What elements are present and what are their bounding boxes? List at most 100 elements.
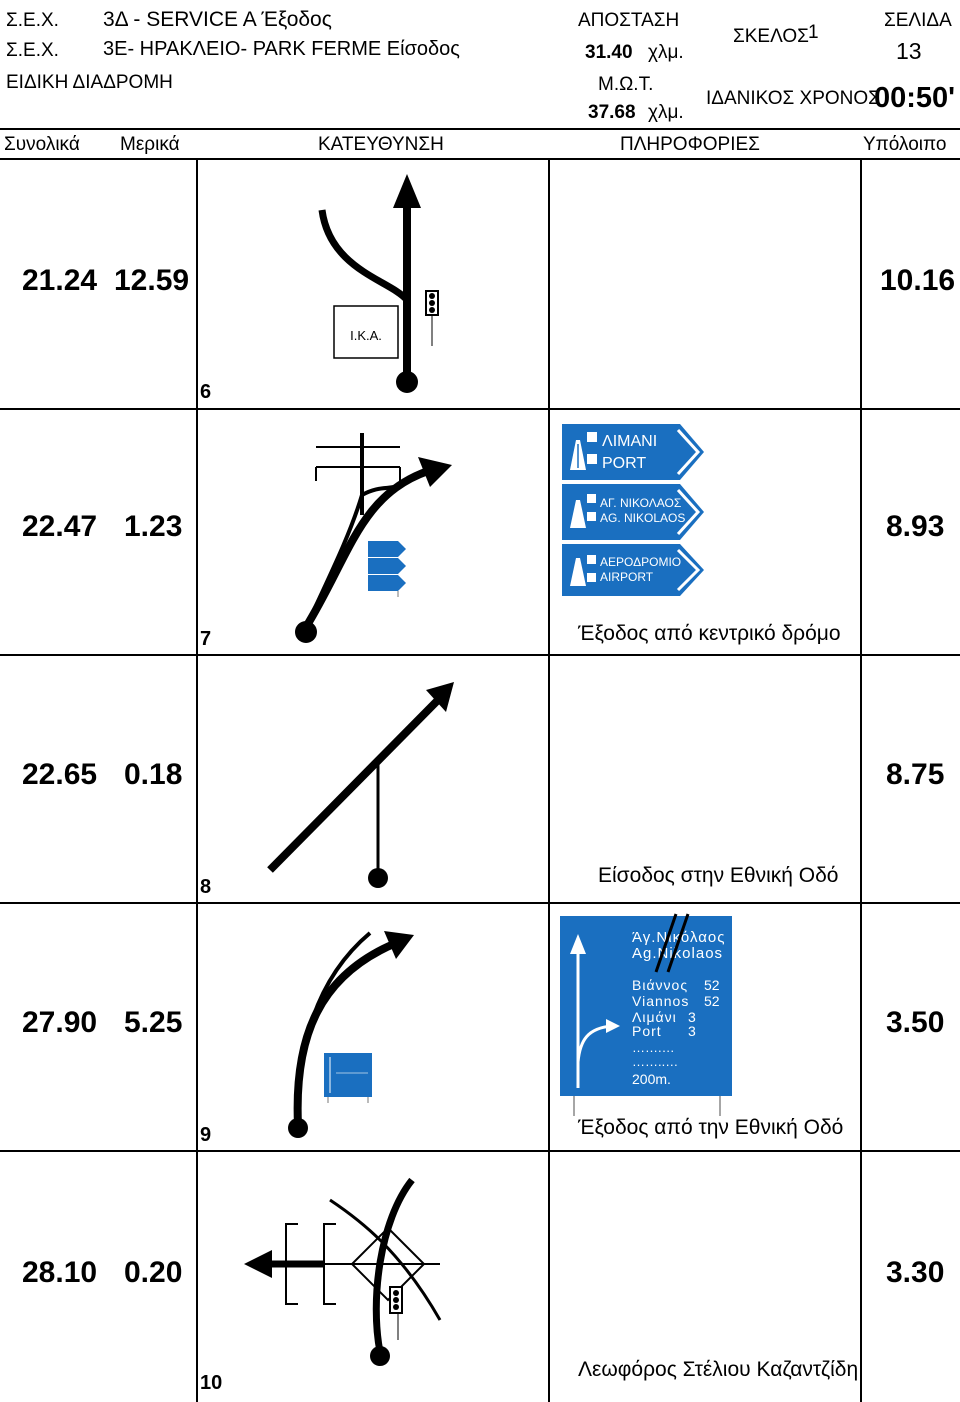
row8-tulip-diagram — [267, 682, 454, 888]
row7-arrow-head — [418, 457, 452, 487]
row6-total: 21.24 — [22, 264, 98, 297]
sign-port: ΛΙΜΑΝΙ PORT — [562, 424, 704, 480]
row7-partial: 1.23 — [124, 510, 183, 543]
svg-text:ΛΙΜΑΝΙ: ΛΙΜΑΝΙ — [602, 433, 657, 450]
svg-text:AIRPORT: AIRPORT — [600, 570, 654, 584]
row6-partial: 12.59 — [114, 264, 190, 297]
row9-partial: 5.25 — [124, 1006, 183, 1039]
row10-start-dot — [370, 1346, 390, 1366]
row8-start-dot — [368, 868, 388, 888]
sign9-arrow — [570, 934, 620, 1088]
row8-info: Είσοδος στην Εθνική Οδό — [598, 864, 839, 887]
row6-ika-box — [333, 305, 399, 359]
avg-unit: χλμ. — [648, 102, 684, 123]
row6-side-road — [318, 209, 410, 303]
row10-tulip-diagram — [244, 1177, 442, 1366]
svg-text:PORT: PORT — [602, 455, 646, 472]
leg-value: 1 — [808, 22, 819, 43]
svg-text:Άγ.Νικόλαος: Άγ.Νικόλαος — [632, 929, 725, 946]
distance-unit: χλμ. — [648, 42, 684, 63]
svg-text:Viannos: Viannos — [632, 993, 689, 1009]
svg-text:3: 3 — [688, 1023, 696, 1039]
row8-total: 22.65 — [22, 758, 98, 791]
svg-text:ΑΓ. ΝΙΚΟΛΑΟΣ: ΑΓ. ΝΙΚΟΛΑΟΣ — [600, 496, 681, 510]
row10-arrow-head — [244, 1250, 272, 1278]
sign9-strike-lines — [654, 913, 690, 973]
traffic-light-icon — [425, 290, 439, 346]
row10-total: 28.10 — [22, 1256, 98, 1289]
row7-total: 22.47 — [22, 510, 98, 543]
row10-step: 10 — [200, 1372, 223, 1394]
row7-step: 7 — [200, 628, 212, 650]
col-partial: Μερικά — [120, 134, 180, 155]
ideal-time-value: 00:50' — [874, 82, 956, 114]
svg-text:Βιάννος: Βιάννος — [632, 977, 688, 993]
col-info: ΠΛΗΡΟΦΟΡΙΕΣ — [620, 134, 760, 155]
row8-arrow-head — [426, 682, 454, 712]
row7-mini-sign — [368, 541, 406, 597]
svg-text:Ag.Nikolaos: Ag.Nikolaos — [632, 945, 723, 962]
row7-direction-sign: ΛΙΜΑΝΙ PORT ΑΓ. ΝΙΚΟΛΑΟΣ AG. NIKOLAOS ΑΕ… — [562, 424, 704, 596]
col-line-right — [860, 158, 862, 1402]
route-title-1: 3Δ - SERVICE A Έξοδος — [103, 8, 332, 31]
highway-icon — [570, 558, 586, 586]
highway-icon — [570, 440, 586, 470]
row7-start-dot — [295, 621, 317, 643]
row6-landmark-label: Ι.Κ.Α. — [350, 328, 382, 343]
row9-direction-sign: Άγ.Νικόλαος Ag.Nikolaos Βιάννος 52 Viann… — [560, 913, 732, 1116]
avg-value: 37.68 — [588, 102, 636, 123]
highway-icon — [570, 500, 586, 528]
leg-label: ΣΚΕΛΟΣ — [733, 26, 809, 47]
svg-text:……..…: ……..… — [632, 1054, 678, 1069]
sex-label-1: Σ.Ε.Χ. — [6, 10, 59, 31]
table-top-line — [0, 158, 960, 160]
row9-remaining: 3.50 — [886, 1006, 945, 1039]
special-route-label: ΕΙΔΙΚΗ ΔΙΑΔΡΟΜΗ — [6, 72, 173, 93]
row9-step: 9 — [200, 1124, 212, 1146]
sign9-panel — [560, 916, 732, 1096]
row6-tulip-diagram: Ι.Κ.Α. — [318, 174, 439, 393]
page-value: 13 — [896, 38, 922, 64]
svg-text:…….…: …….… — [632, 1040, 675, 1055]
row10-route — [372, 1177, 415, 1353]
row8-partial: 0.18 — [124, 758, 183, 791]
distance-label: ΑΠΟΣΤΑΣΗ — [578, 10, 680, 31]
svg-text:ΑΕΡΟΔΡΟΜΙΟ: ΑΕΡΟΔΡΟΜΙΟ — [600, 555, 681, 569]
svg-text:200m.: 200m. — [632, 1071, 671, 1087]
row7-remaining: 8.93 — [886, 510, 945, 543]
row9-mini-sign — [324, 1053, 372, 1103]
sign-airport: ΑΕΡΟΔΡΟΜΙΟ AIRPORT — [562, 544, 704, 596]
avg-label: Μ.Ω.Τ. — [598, 74, 654, 95]
col-direction: ΚΑΤΕΥΘΥΝΣΗ — [318, 134, 444, 155]
row9-tulip-diagram — [288, 931, 414, 1138]
sex-label-2: Σ.Ε.Χ. — [6, 40, 59, 61]
row8-remaining: 8.75 — [886, 758, 945, 791]
col-line-left — [196, 158, 198, 1402]
row10-info: Λεωφόρος Στέλιου Καζαντζίδη — [578, 1358, 859, 1381]
row-separator-9 — [0, 1150, 960, 1152]
row-separator-6 — [0, 408, 960, 410]
row9-total: 27.90 — [22, 1006, 98, 1039]
row7-tulip-diagram — [295, 433, 452, 643]
row10-roundabout-diamond — [350, 1226, 426, 1302]
row6-arrow-head — [393, 174, 421, 208]
row8-step: 8 — [200, 876, 212, 898]
row7-info: Έξοδος από κεντρικό δρόμο — [578, 622, 841, 645]
row9-start-dot — [288, 1118, 308, 1138]
sign-ag-nikolaos: ΑΓ. ΝΙΚΟΛΑΟΣ AG. NIKOLAOS — [562, 484, 704, 540]
traffic-light-icon — [389, 1286, 403, 1340]
row9-arrow-head — [384, 931, 414, 959]
distance-value: 31.40 — [585, 42, 633, 63]
row9-route — [293, 939, 398, 1126]
row7-route — [302, 467, 430, 630]
route-title-2: 3Ε- ΗΡΑΚΛΕΙΟ- PARK FERME Είσοδος — [103, 38, 460, 60]
row10-remaining: 3.30 — [886, 1256, 945, 1289]
col-line-mid — [548, 158, 550, 1402]
svg-text:52: 52 — [704, 977, 720, 993]
row9-info: Έξοδος από την Εθνική Οδό — [578, 1116, 844, 1139]
page-label: ΣΕΛΙΔΑ — [884, 10, 952, 31]
svg-text:3: 3 — [688, 1009, 696, 1025]
header-divider — [0, 128, 960, 130]
row6-step: 6 — [200, 381, 212, 403]
col-total: Συνολικά — [4, 134, 80, 155]
